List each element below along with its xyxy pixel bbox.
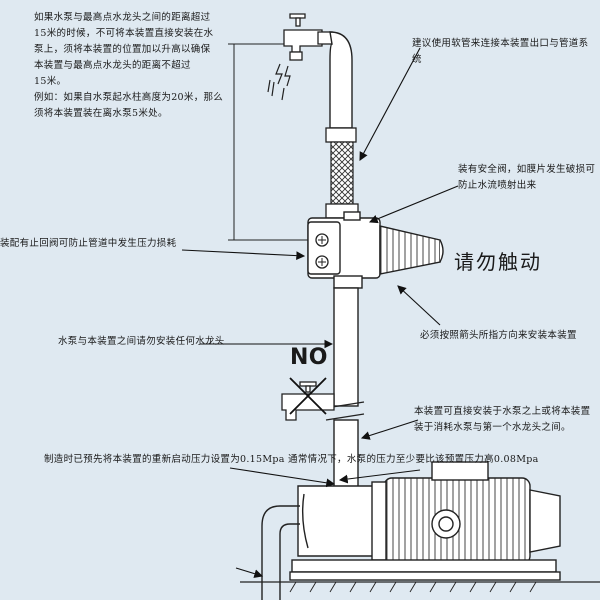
prohibit-cross [289, 377, 327, 415]
height-bracket [228, 43, 310, 241]
note-do-not-touch: 请勿触动 [454, 250, 542, 274]
leader-pump-top [338, 469, 421, 484]
flexible-hose [330, 141, 354, 205]
leader-factory-pressure [229, 467, 336, 488]
top-faucet [283, 13, 333, 61]
leader-lines [181, 47, 459, 488]
note-install-position: 本装置可直接安装于水泵之上或将本装置 装于消耗水泵与第一个水龙头之间。 [414, 406, 591, 433]
no-label: NO [290, 345, 328, 370]
water-pump [289, 461, 561, 581]
note-factory-pressure: 制造时已预先将本装置的重新启动压力设置为0.15Mpa 通常情况下，水泵的压力至… [44, 454, 539, 465]
leader-arrow-direction [397, 285, 441, 326]
prohibited-faucet [281, 381, 335, 421]
leader-check-valve [181, 249, 306, 261]
pipe-union [325, 127, 357, 143]
note-arrow-direction: 必须按照箭头所指方向来安装本装置 [420, 330, 577, 341]
note-height-limit: 如果水泵与最高点水龙头之间的距离超过 15米的时候，不可将本装置直接安装在水 泵… [34, 12, 224, 119]
note-flexible-hose: 建议使用软管来连接本装置出口与管道系统 [412, 38, 589, 65]
corner-arrow [235, 567, 264, 578]
leader-safety-valve [368, 185, 459, 224]
device-button-lower-mark [318, 258, 326, 266]
note-check-valve: 装配有止回阀可防止管道中发生压力损耗 [0, 238, 177, 249]
pressure-control-device [307, 211, 444, 289]
note-no-faucet: 水泵与本装置之间请勿安装任何水龙头 [58, 336, 225, 347]
upper-riser-pipe [329, 31, 353, 129]
note-safety-valve: 装有安全阀，如膜片发生破损可 防止水流喷射出来 [458, 164, 596, 191]
device-button-upper-mark [318, 236, 326, 244]
leader-flexible-hose [359, 47, 421, 161]
suction-pipe [261, 505, 300, 600]
ground-hatch [289, 581, 537, 593]
water-drips [267, 63, 291, 101]
leader-install-position [360, 419, 419, 440]
